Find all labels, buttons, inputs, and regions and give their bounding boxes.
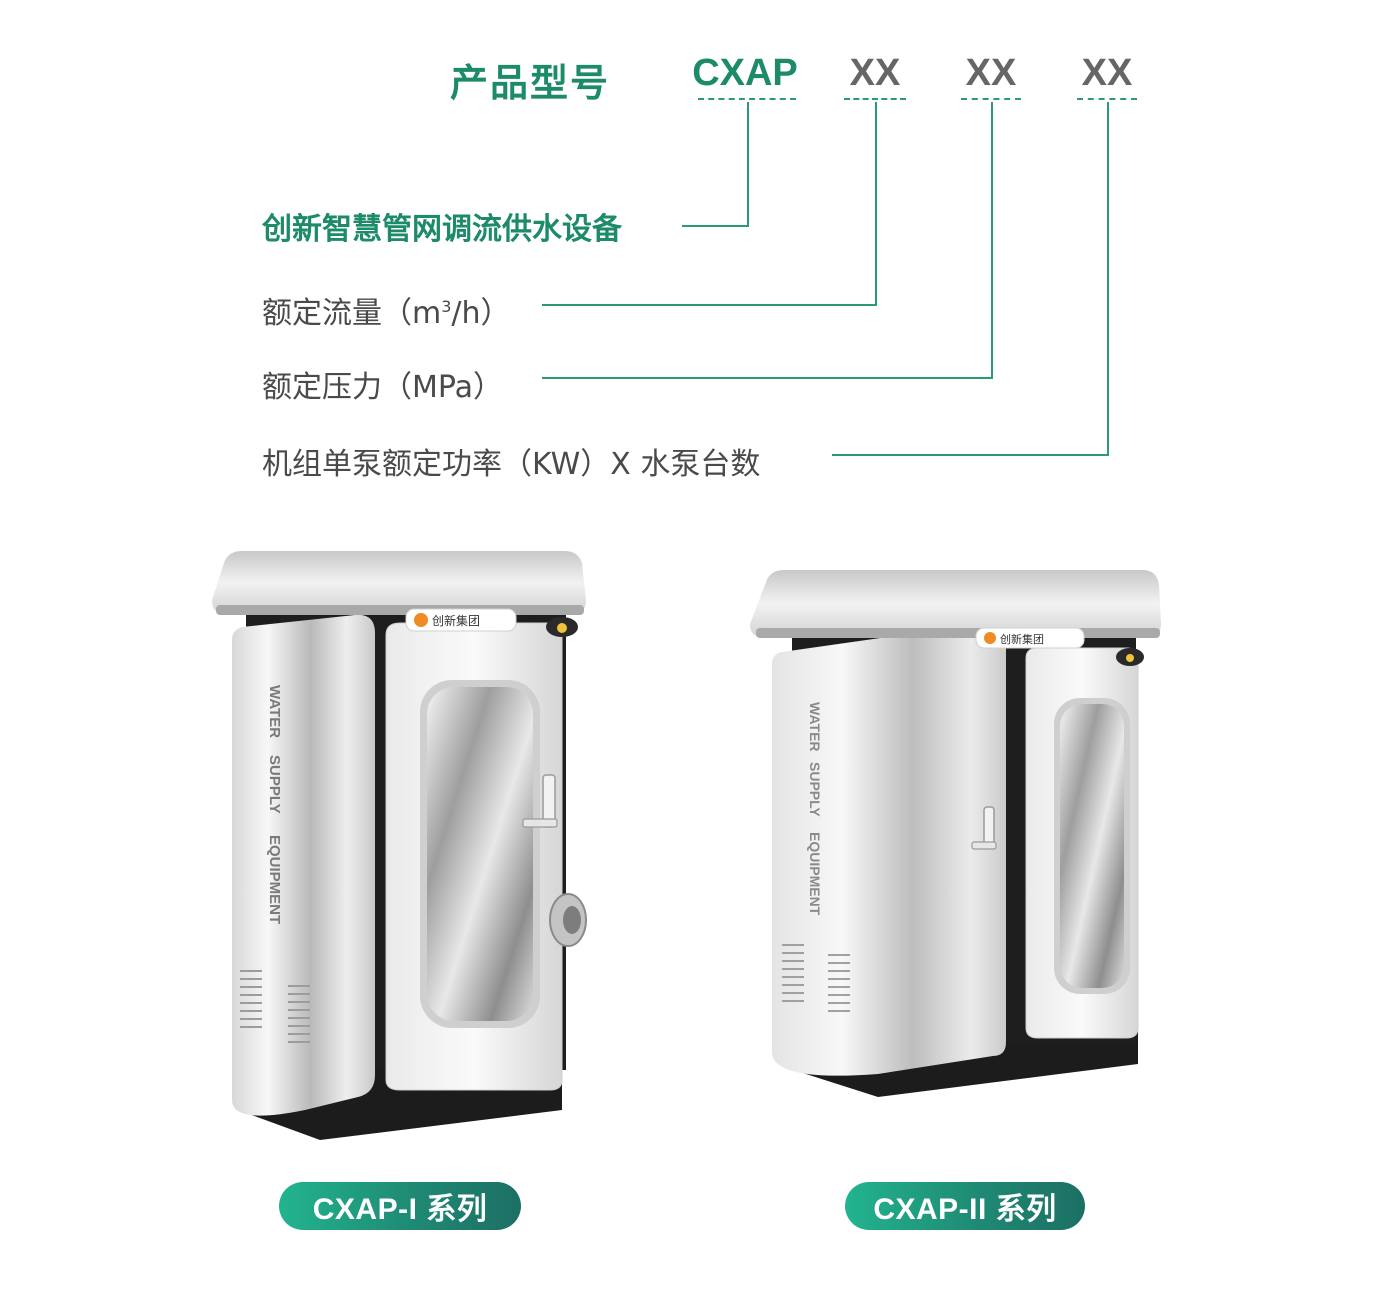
code-pressure: XX — [965, 52, 1017, 94]
model-number-label: 产品型号 — [450, 61, 611, 105]
cabinet-i-side-text-supply: SUPPLY — [266, 755, 283, 814]
code-flow: XX — [849, 52, 901, 94]
flow-description-tail: /h） — [451, 296, 511, 331]
code-pressure-underline — [961, 98, 1021, 100]
power-description: 机组单泵额定功率（KW）X 水泵台数 — [262, 447, 761, 482]
connector-power — [832, 102, 1109, 456]
connector-flow — [542, 102, 877, 306]
connector-lines — [542, 102, 1109, 456]
code-cxap: CXAP — [692, 52, 798, 94]
cabinet-i-side-text-equipment: EQUIPMENT — [266, 835, 283, 924]
code-power: XX — [1081, 52, 1133, 94]
cabinet-ii-brand: 创新集团 — [1000, 632, 1044, 646]
series-description: 创新智慧管网调流供水设备 — [262, 212, 622, 247]
cabinet-ii-side-text-supply: SUPPLY — [807, 762, 823, 817]
pressure-description: 额定压力（MPa） — [262, 370, 504, 405]
cabinet-i-side-text-water: WATER — [266, 685, 283, 738]
cabinet-i-image: WATER SUPPLY EQUIPMENT 创新集团 — [212, 551, 587, 1140]
cabinet-ii-side-text-water: WATER — [807, 702, 823, 752]
series-i-badge: CXAP-I 系列 — [279, 1182, 521, 1230]
cabinet-ii-side-text-equipment: EQUIPMENT — [807, 832, 823, 916]
flow-description-sup: 3 — [441, 297, 452, 316]
flow-description-main: 额定流量（m — [262, 296, 442, 331]
cabinet-i-brand: 创新集团 — [432, 613, 480, 628]
connector-series — [682, 102, 749, 227]
flow-description: 额定流量（m3/h） — [262, 288, 511, 332]
code-flow-underline — [844, 98, 906, 100]
series-ii-badge: CXAP-II 系列 — [845, 1182, 1085, 1230]
code-power-underline — [1077, 98, 1137, 100]
cabinet-ii-image: WATER SUPPLY EQUIPMENT 创新集团 — [750, 570, 1161, 1097]
code-cxap-underline — [698, 98, 796, 100]
connector-pressure — [542, 102, 993, 379]
